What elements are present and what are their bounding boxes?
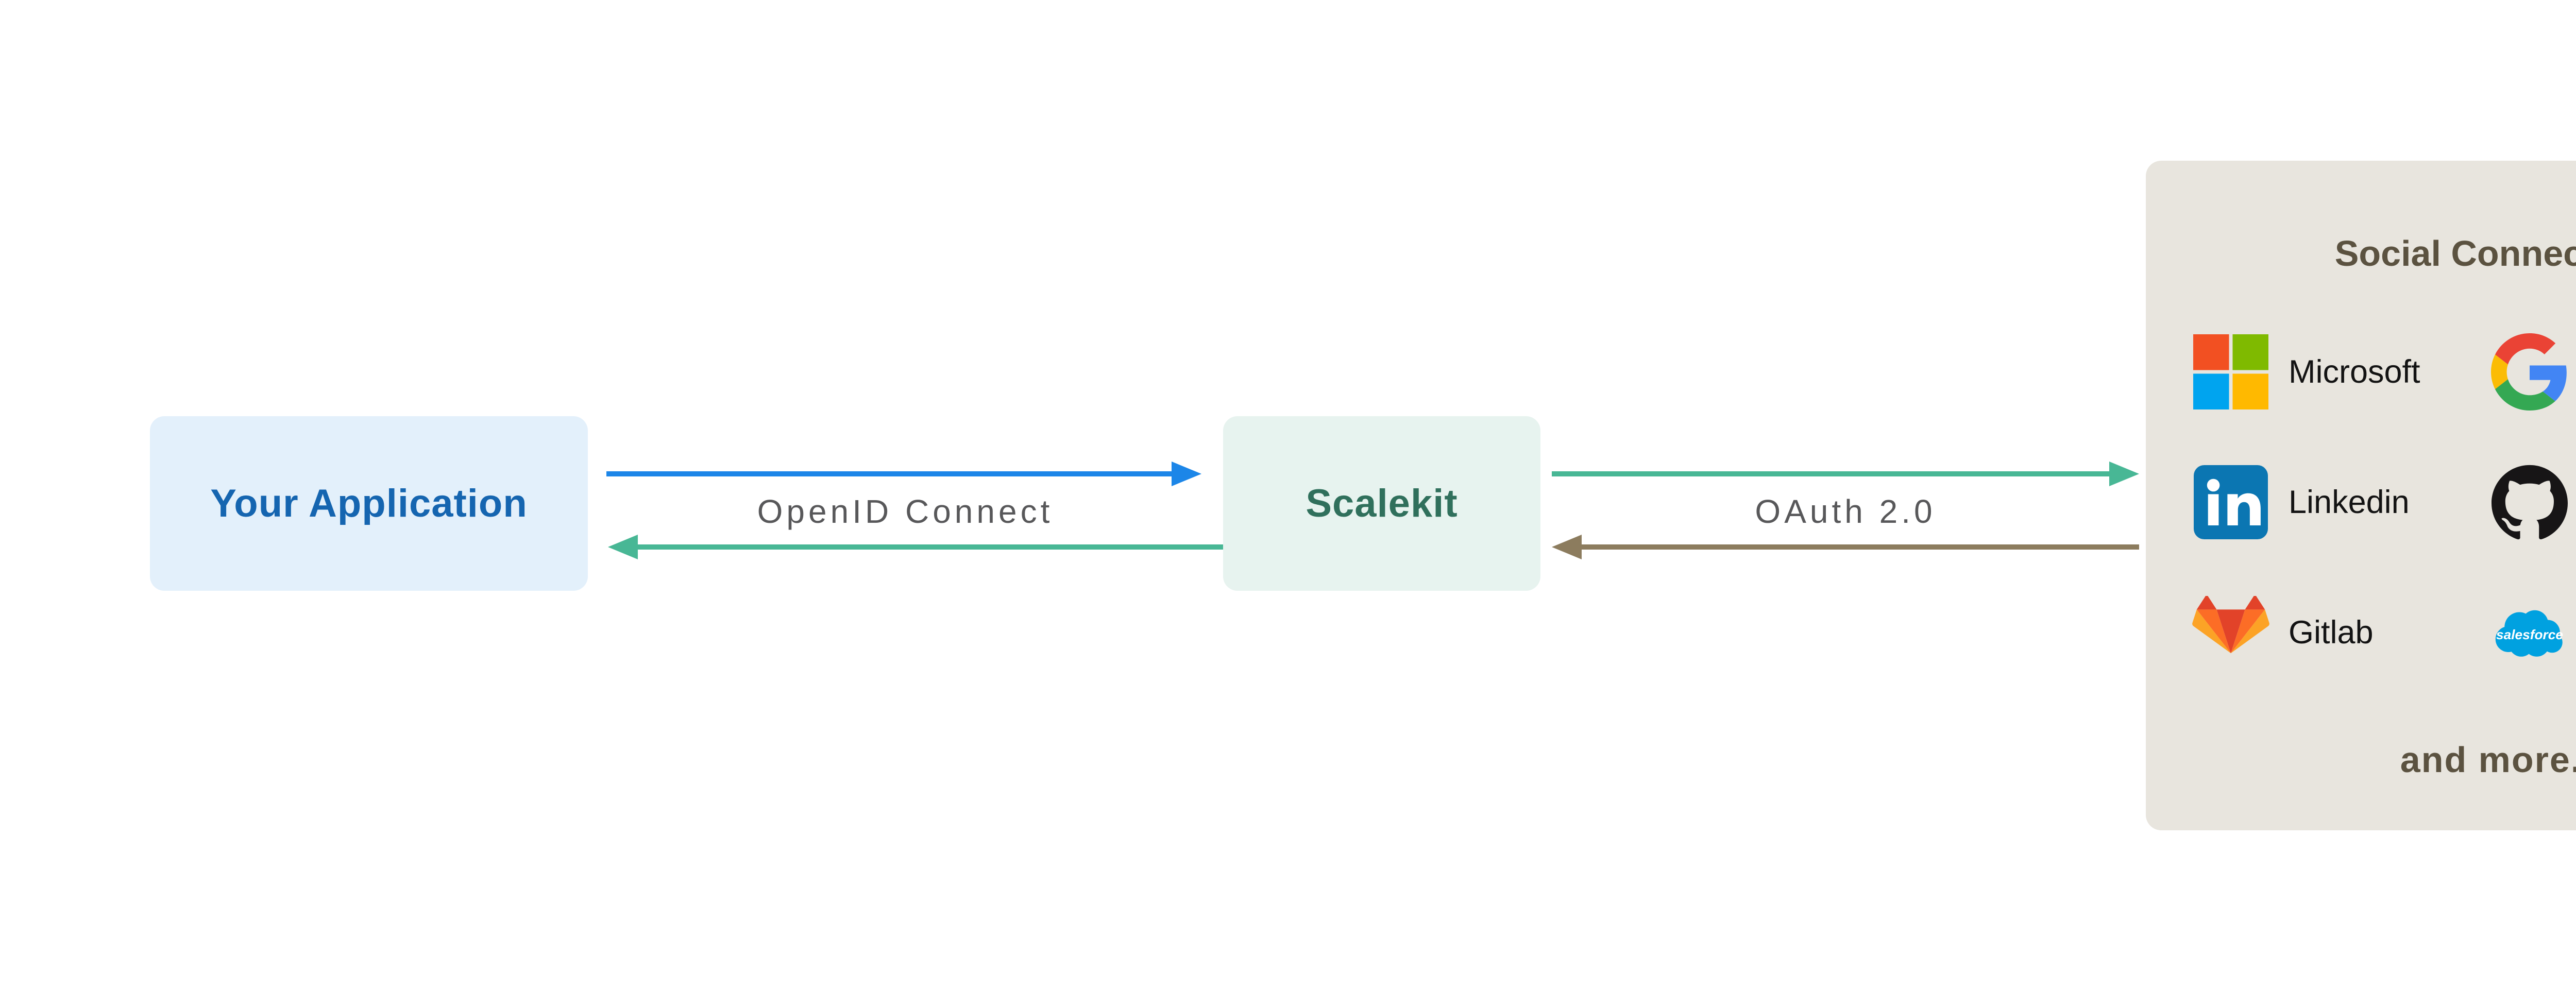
- oauth-label: OAuth 2.0: [1755, 493, 1936, 530]
- arrow-head-right-icon: [2109, 462, 2139, 486]
- microsoft-icon: [2192, 333, 2269, 411]
- github-icon: [2491, 464, 2568, 541]
- provider-label: Linkedin: [2289, 484, 2410, 520]
- provider-github: Github: [2491, 464, 2576, 541]
- arrow-shaft: [635, 544, 1223, 550]
- linkedin-icon: [2192, 464, 2269, 541]
- provider-label: Microsoft: [2289, 354, 2420, 390]
- provider-gitlab: Gitlab: [2192, 594, 2491, 671]
- providers-grid: Microsoft Google: [2192, 333, 2576, 671]
- gitlab-icon: [2192, 594, 2269, 671]
- salesforce-icon: salesforce: [2491, 594, 2568, 671]
- arrow-app-to-scalekit: [606, 462, 1201, 486]
- provider-linkedin: Linkedin: [2192, 464, 2491, 541]
- scalekit-label: Scalekit: [1306, 482, 1458, 525]
- provider-label: Gitlab: [2289, 614, 2374, 651]
- provider-salesforce: salesforce Salesforce: [2491, 594, 2576, 671]
- your-application-label: Your Application: [210, 482, 528, 525]
- and-more-text: and more...: [2400, 740, 2576, 780]
- google-icon: [2491, 333, 2568, 411]
- scalekit-node: Scalekit: [1223, 416, 1540, 591]
- arrow-head-right-icon: [1172, 462, 1201, 486]
- arrow-providers-to-scalekit: [1552, 535, 2139, 559]
- arrow-head-left-icon: [1552, 535, 1582, 559]
- arrow-head-left-icon: [608, 535, 638, 559]
- arrow-scalekit-to-app: [608, 535, 1223, 559]
- social-connections-panel: Social Connections Microsoft: [2146, 161, 2576, 830]
- arrow-shaft: [606, 471, 1175, 476]
- salesforce-wordmark: salesforce: [2496, 627, 2563, 642]
- provider-microsoft: Microsoft: [2192, 333, 2491, 411]
- openid-connect-label: OpenID Connect: [757, 493, 1054, 530]
- arrow-shaft: [1579, 544, 2139, 550]
- arrow-scalekit-to-providers: [1552, 462, 2139, 486]
- your-application-node: Your Application: [150, 416, 588, 591]
- arrow-shaft: [1552, 471, 2112, 476]
- social-connections-title: Social Connections: [2334, 233, 2576, 274]
- provider-google: Google: [2491, 333, 2576, 411]
